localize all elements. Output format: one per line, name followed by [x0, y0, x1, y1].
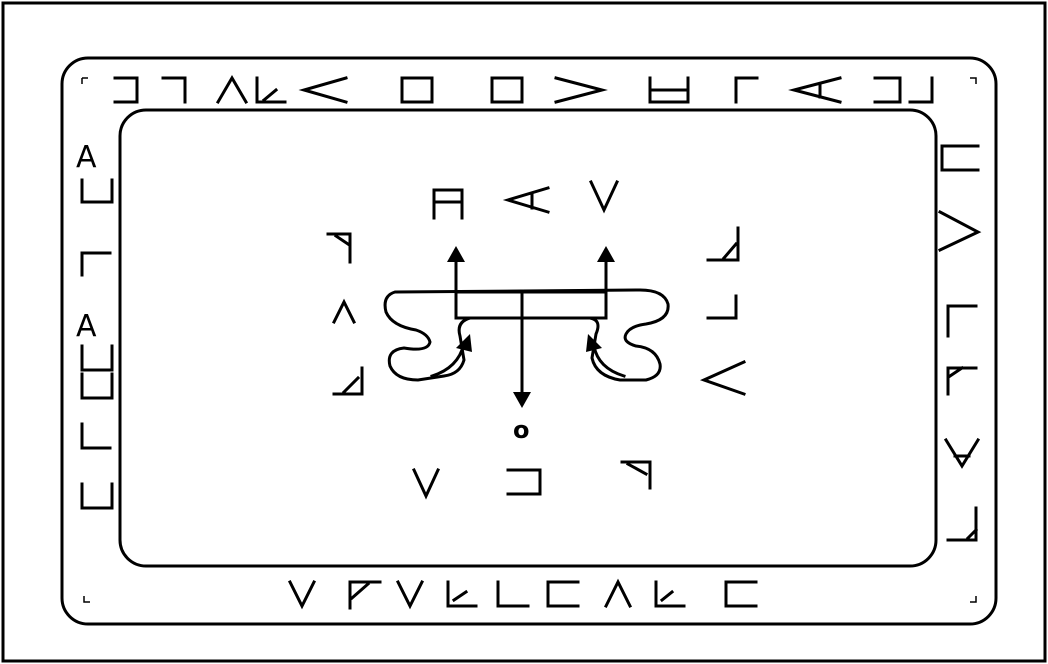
glyph-left-8 [82, 484, 112, 508]
glyph-inner-left-2 [334, 302, 354, 322]
glyph-top-12 [875, 78, 900, 102]
central-device: o [385, 246, 668, 444]
glyph-inner-right-1 [708, 228, 738, 260]
glyph-right-3 [948, 306, 976, 336]
glyph-top-13 [910, 78, 932, 102]
inner-panel-frame [120, 110, 936, 566]
glyph-top-5 [304, 78, 346, 102]
glyph-top-11 [794, 78, 840, 102]
right-glyph-column [940, 146, 978, 540]
arrow-up-right-icon [597, 246, 615, 262]
glyph-right-6 [948, 508, 976, 540]
glyph-left-6 [82, 374, 112, 398]
output-label: o [513, 416, 530, 444]
curve-arrow-right-head-icon [586, 334, 602, 352]
glyph-inner-bottom-3 [622, 462, 650, 488]
outer-panel-frame [62, 58, 996, 624]
inner-glyphs [328, 182, 744, 496]
glyph-bottom-2 [350, 582, 380, 608]
left-label-4: A [76, 309, 97, 344]
glyph-left-7 [82, 424, 110, 448]
glyph-inner-top-3 [591, 182, 617, 210]
glyph-top-10 [736, 78, 757, 102]
arrow-down-icon [513, 392, 531, 408]
corner-mark-top-right [970, 78, 976, 84]
glyph-inner-top-1 [434, 190, 462, 218]
glyph-bottom-4 [448, 582, 476, 606]
glyph-top-8 [556, 78, 602, 102]
glyph-inner-bottom-1 [414, 470, 438, 496]
corner-mark-bottom-left [84, 596, 90, 602]
glyph-inner-left-3 [334, 368, 362, 394]
glyph-top-3 [218, 78, 246, 102]
glyph-bottom-7 [606, 582, 630, 606]
bottom-glyph-row [290, 582, 756, 608]
glyph-inner-bottom-2 [508, 470, 540, 494]
glyph-top-1 [115, 78, 137, 102]
glyph-top-9 [650, 78, 688, 102]
glyph-right-2 [940, 212, 978, 250]
glyph-bottom-6 [548, 582, 578, 606]
glyph-inner-left-1 [328, 234, 350, 262]
left-glyph-column: A A [76, 140, 112, 508]
arrow-up-left-icon [447, 246, 465, 262]
glyph-bottom-1 [290, 582, 314, 606]
glyph-inner-right-2 [708, 296, 736, 318]
glyph-right-1 [942, 146, 978, 170]
glyph-right-4 [948, 368, 976, 394]
glyph-inner-top-2 [508, 188, 548, 212]
glyph-bottom-9 [726, 582, 756, 606]
glyph-left-5 [82, 346, 112, 370]
glyph-top-7 [492, 78, 522, 102]
glyph-top-6 [402, 78, 432, 102]
left-label-1: A [76, 140, 97, 175]
glyph-left-3 [82, 253, 110, 275]
corner-marks [82, 78, 976, 602]
glyph-bottom-5 [498, 582, 528, 606]
device-body-outline [385, 290, 668, 380]
glyph-bottom-8 [656, 582, 684, 606]
top-glyph-row [115, 78, 932, 102]
glyph-top-2 [163, 78, 185, 102]
glyph-inner-right-3 [704, 362, 744, 394]
glyph-top-4 [257, 78, 285, 102]
corner-mark-bottom-right [970, 596, 976, 602]
corner-mark-top-left [82, 78, 88, 84]
glyph-right-5 [946, 440, 978, 466]
glyph-left-2 [82, 180, 112, 202]
curve-arrow-left-head-icon [456, 334, 472, 352]
glyph-bottom-3 [398, 582, 422, 606]
